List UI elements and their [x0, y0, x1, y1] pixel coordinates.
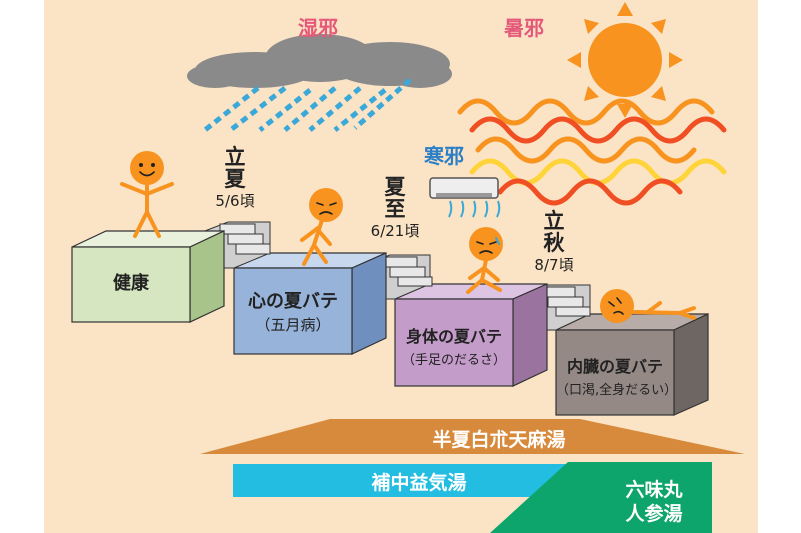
dampness-evil-label: 湿邪: [298, 16, 338, 40]
stage-body-label: 身体の夏バテ: [405, 327, 502, 346]
tired-figure-icon: [300, 188, 343, 266]
remedy-hochuekki-label: 補中益気湯: [371, 472, 467, 494]
season-rikka-date: 5/6頃: [215, 192, 255, 210]
block-organs: [555, 313, 709, 416]
stage-body: 身体の夏バテ （手足のだるさ）: [395, 325, 513, 368]
sun-icon: [567, 2, 683, 118]
stage-mind-sub: （五月病）: [255, 316, 331, 334]
diagram-art: [71, 2, 745, 533]
season-geshi: 夏 至 6/21頃: [360, 176, 430, 241]
stage-body-sub: （手足のだるさ）: [401, 353, 506, 368]
cold-evil-label: 寒邪: [424, 144, 464, 168]
diagram-panel: 湿邪 暑邪 寒邪 立 夏 5/6頃 夏 至 6/21頃 立 秋 8/7頃 健康 …: [44, 0, 758, 533]
lying-figure-icon: [600, 289, 696, 323]
season-rikka-top: 立: [224, 145, 246, 169]
season-rikka-bottom: 夏: [224, 167, 246, 191]
block-body: [394, 283, 548, 387]
stage-organs: 内臓の夏バテ （口渇,全身だるい）: [556, 355, 678, 398]
stage-healthy-label: 健康: [113, 273, 149, 294]
season-risshu-bottom: 秋: [543, 231, 565, 255]
remedy-bar-orange: [200, 419, 745, 454]
summer-heat-evil-label: 暑邪: [504, 16, 544, 40]
stage-organs-sub: （口渇,全身だるい）: [556, 383, 678, 398]
remedy-rokumigan-line2: 人参湯: [625, 503, 683, 525]
season-rikka: 立 夏 5/6頃: [204, 146, 266, 211]
stage-mind-label: 心の夏バテ: [248, 291, 338, 312]
stage-organs-label: 内臓の夏バテ: [566, 357, 663, 376]
remedy-rokumigan: 六味丸 人参湯: [604, 478, 704, 526]
remedy-hangebyakujutsu-label: 半夏白朮天麻湯: [432, 429, 566, 451]
season-risshu-date: 8/7頃: [534, 256, 574, 274]
block-mind: [233, 252, 387, 355]
sitting-figure-icon: [466, 227, 503, 294]
stage-mind: 心の夏バテ （五月病）: [234, 290, 352, 335]
season-risshu: 立 秋 8/7頃: [519, 210, 589, 275]
remedy-bar-green: [490, 462, 712, 533]
rain-cloud-icon: [187, 34, 452, 88]
rain-icon: [203, 78, 412, 134]
season-risshu-top: 立: [543, 209, 565, 233]
air-conditioner-icon: [429, 177, 501, 218]
season-geshi-bottom: 至: [384, 197, 406, 221]
happy-figure-icon: [120, 151, 174, 238]
remedy-rokumigan-line1: 六味丸: [625, 479, 683, 501]
season-geshi-top: 夏: [384, 175, 406, 199]
season-geshi-date: 6/21頃: [370, 222, 420, 240]
block-healthy: [71, 230, 225, 323]
heat-waves-icon: [457, 98, 727, 206]
